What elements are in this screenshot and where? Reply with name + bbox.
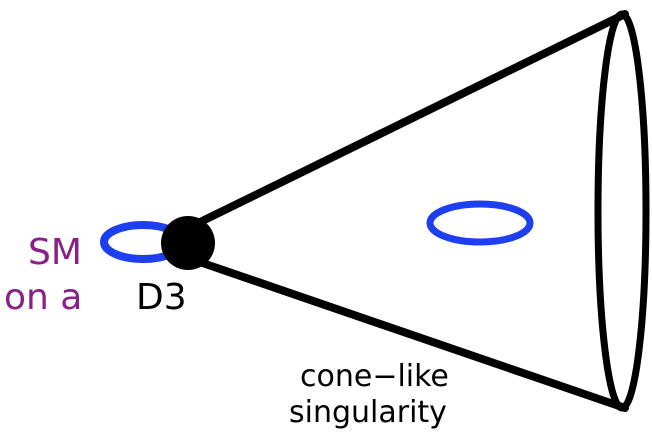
d3-label: D3 [136, 277, 187, 318]
cone-upper-edge [184, 10, 629, 232]
cone-like-label: cone−like [300, 359, 449, 394]
cone-opening-ellipse [594, 10, 650, 412]
d3-brane-dot [161, 216, 215, 270]
sm-label: SM [28, 232, 82, 273]
cone-lower-edge [184, 254, 629, 412]
on-a-label: on a [4, 277, 83, 318]
bulk-loop [426, 200, 534, 246]
singularity-label: singularity [289, 395, 447, 430]
